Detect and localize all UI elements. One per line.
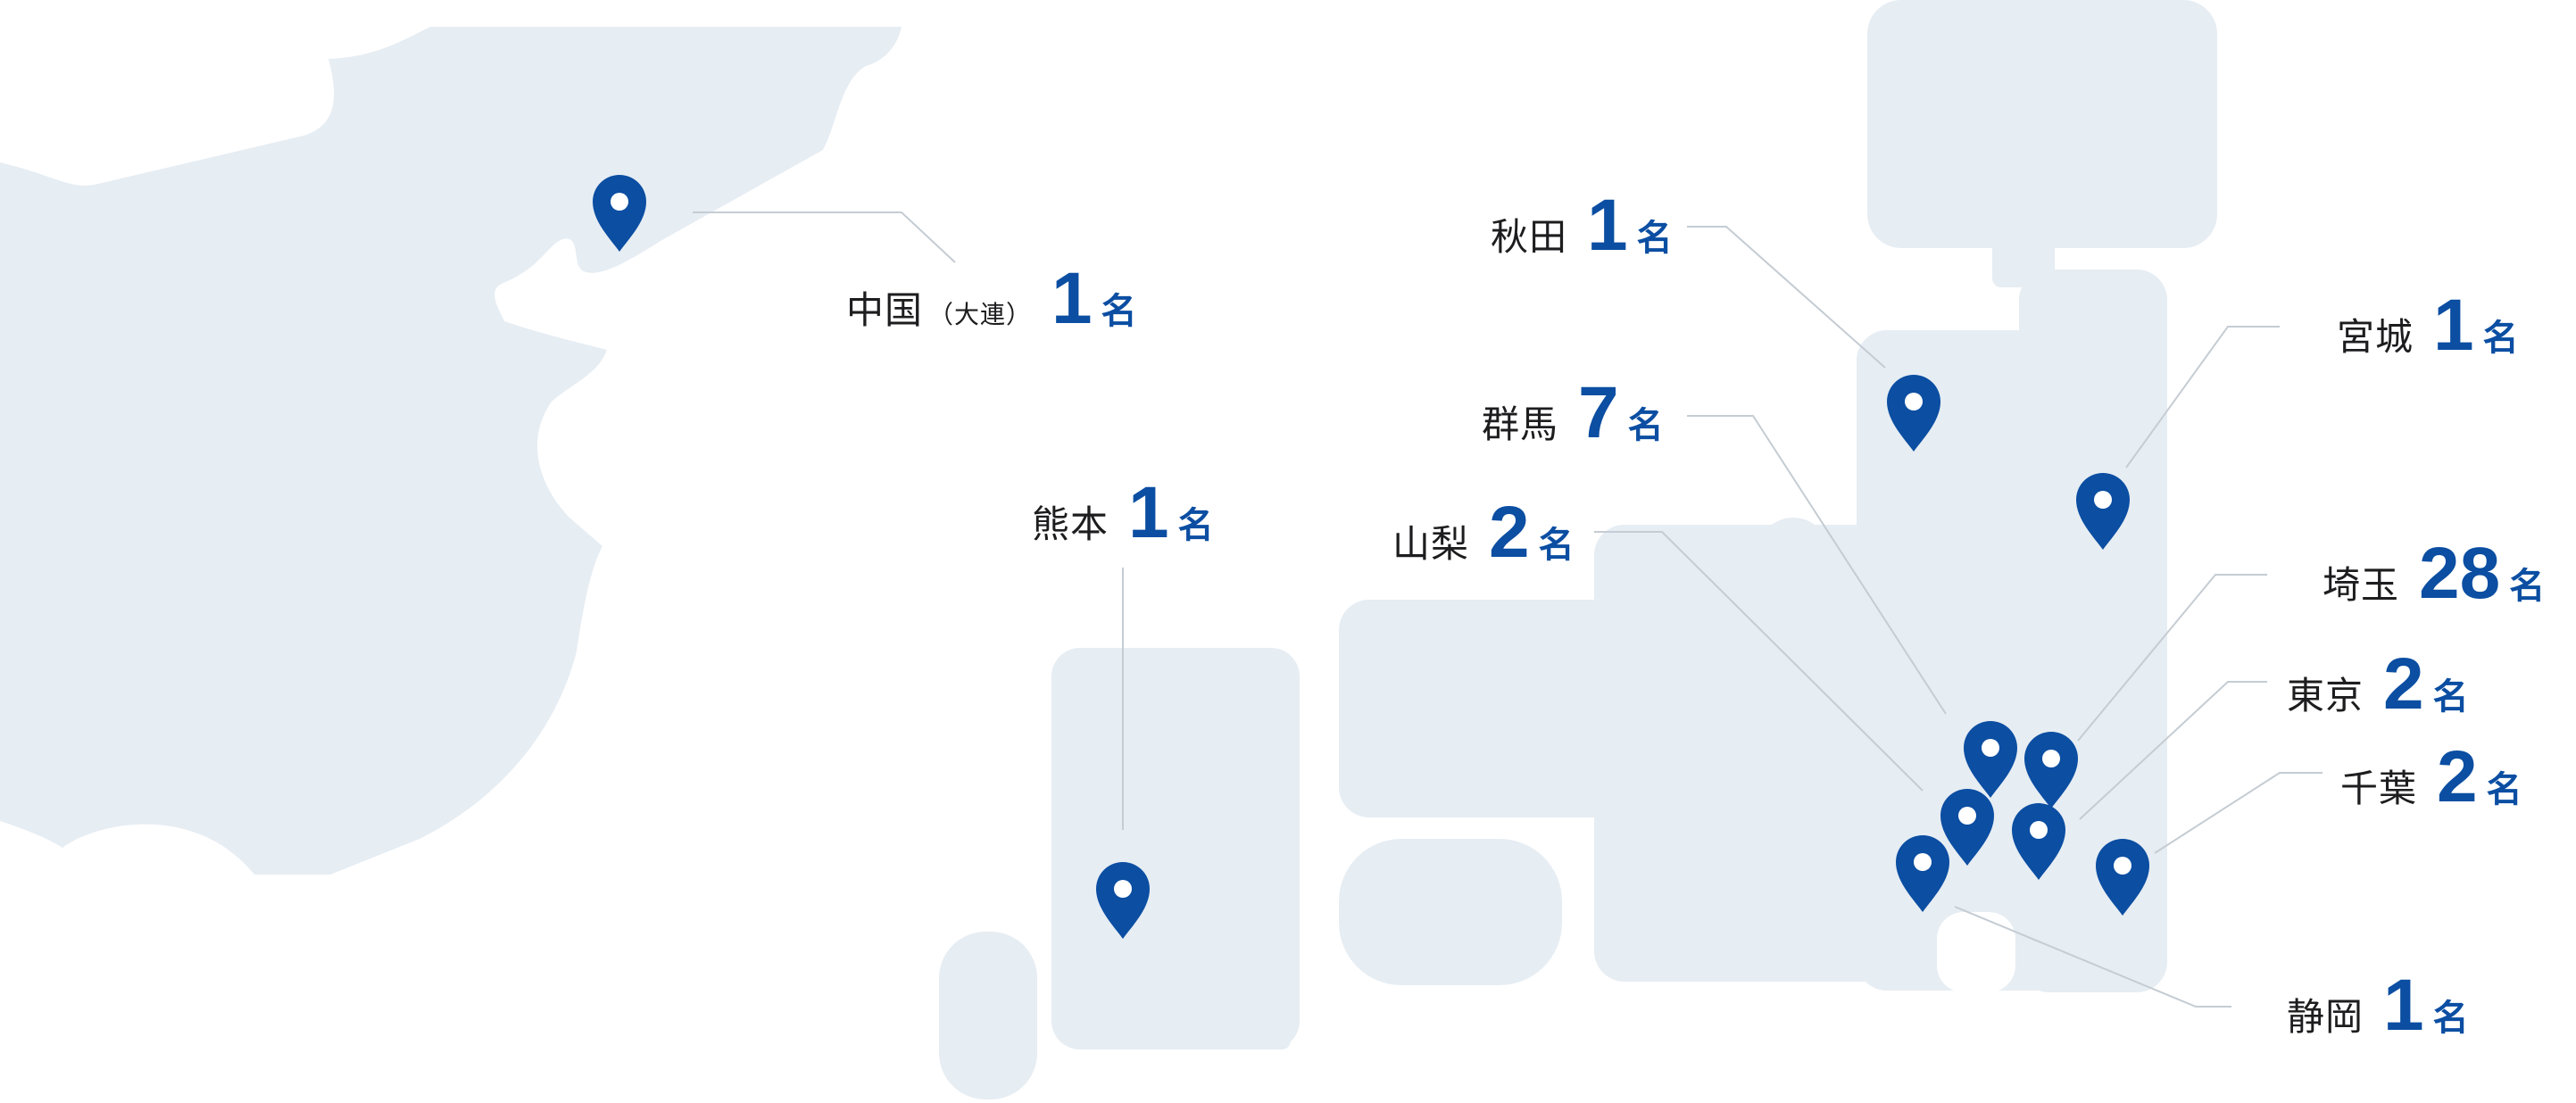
label-chiba: 千葉 2 名 — [2340, 741, 2522, 814]
label-count: 1 — [2383, 965, 2424, 1046]
map-pin-icon — [1887, 375, 1940, 452]
map-pin-icon — [2096, 839, 2149, 916]
map-pin-icon — [2024, 732, 2078, 809]
label-unit: 名 — [1538, 525, 1575, 566]
label-tokyo: 東京 2 名 — [2287, 648, 2469, 721]
leader-saitama — [2077, 574, 2267, 742]
land-kyushu — [1051, 648, 1300, 1049]
label-unit: 名 — [2486, 769, 2522, 810]
map-pin-icon — [1940, 789, 1994, 866]
land-hokkaido — [1867, 0, 2217, 248]
map-pin-icon — [1096, 862, 1150, 939]
label-place: 中国 — [846, 288, 924, 332]
land-masses — [0, 0, 2217, 1099]
label-unit: 名 — [2482, 318, 2519, 359]
map-pin-icon — [593, 175, 646, 252]
label-count: 1 — [1587, 185, 1628, 266]
map-pin-icon — [1964, 721, 2017, 798]
map-pin-icon — [2076, 473, 2130, 550]
label-place: 東京 — [2287, 674, 2364, 717]
label-count: 2 — [1489, 492, 1530, 573]
label-sub: （大連） — [928, 300, 1033, 329]
label-count: 2 — [2437, 736, 2478, 817]
label-count: 1 — [2433, 285, 2474, 366]
label-count: 1 — [1051, 258, 1093, 339]
label-dalian: 中国 （大連） 1 名 — [846, 262, 1137, 336]
label-unit: 名 — [1177, 505, 1214, 546]
map-pins — [593, 175, 2149, 939]
label-unit: 名 — [2509, 566, 2546, 607]
land-honshu-central — [1594, 525, 2076, 982]
label-place: 群馬 — [1482, 402, 1559, 446]
label-unit: 名 — [2432, 676, 2469, 717]
leader-gunma — [1687, 415, 1947, 715]
label-place: 静岡 — [2287, 995, 2364, 1039]
leader-yamanashi — [1594, 531, 1924, 792]
label-place: 千葉 — [2340, 767, 2418, 810]
label-akita: 秋田 1 名 — [1491, 189, 1673, 262]
label-yamanashi: 山梨 2 名 — [1392, 496, 1575, 569]
leader-chiba — [2154, 772, 2323, 854]
map-pin-icon — [2012, 803, 2065, 880]
label-count: 2 — [2383, 643, 2424, 725]
land-southern-island — [939, 932, 1037, 1099]
bay-kanto — [1937, 912, 2015, 992]
label-unit: 名 — [1636, 218, 1673, 259]
leader-dalian — [693, 211, 956, 263]
leader-tokyo — [2079, 681, 2267, 820]
leader-shizuoka — [1954, 906, 2231, 1008]
land-honshu-west — [1339, 600, 1696, 817]
land-noto — [1641, 525, 1739, 623]
label-miyagi: 宮城 1 名 — [2337, 289, 2519, 362]
label-place: 宮城 — [2337, 315, 2414, 359]
land-shikoku — [1339, 839, 1562, 985]
leader-akita — [1687, 226, 1886, 369]
label-saitama: 埼玉 28 名 — [2323, 537, 2545, 610]
label-shizuoka: 静岡 1 名 — [2287, 969, 2469, 1042]
leader-lines — [693, 211, 2323, 1008]
label-count: 1 — [1128, 472, 1169, 553]
label-place: 熊本 — [1032, 502, 1109, 546]
label-unit: 名 — [2432, 998, 2469, 1039]
label-kumamoto: 熊本 1 名 — [1032, 477, 1214, 550]
label-place: 埼玉 — [2323, 563, 2400, 607]
label-count: 7 — [1578, 372, 1619, 453]
label-place: 山梨 — [1392, 522, 1470, 566]
label-place: 秋田 — [1491, 215, 1568, 259]
land-kyushu-south — [1237, 951, 1291, 1049]
label-unit: 名 — [1627, 405, 1664, 446]
label-gunma: 群馬 7 名 — [1482, 377, 1664, 450]
label-count: 28 — [2419, 533, 2501, 614]
label-unit: 名 — [1101, 291, 1137, 332]
land-continent — [0, 27, 902, 875]
map-pin-icon — [1896, 835, 1949, 912]
leader-miyagi — [2125, 326, 2280, 469]
land-sado — [1757, 518, 1829, 589]
